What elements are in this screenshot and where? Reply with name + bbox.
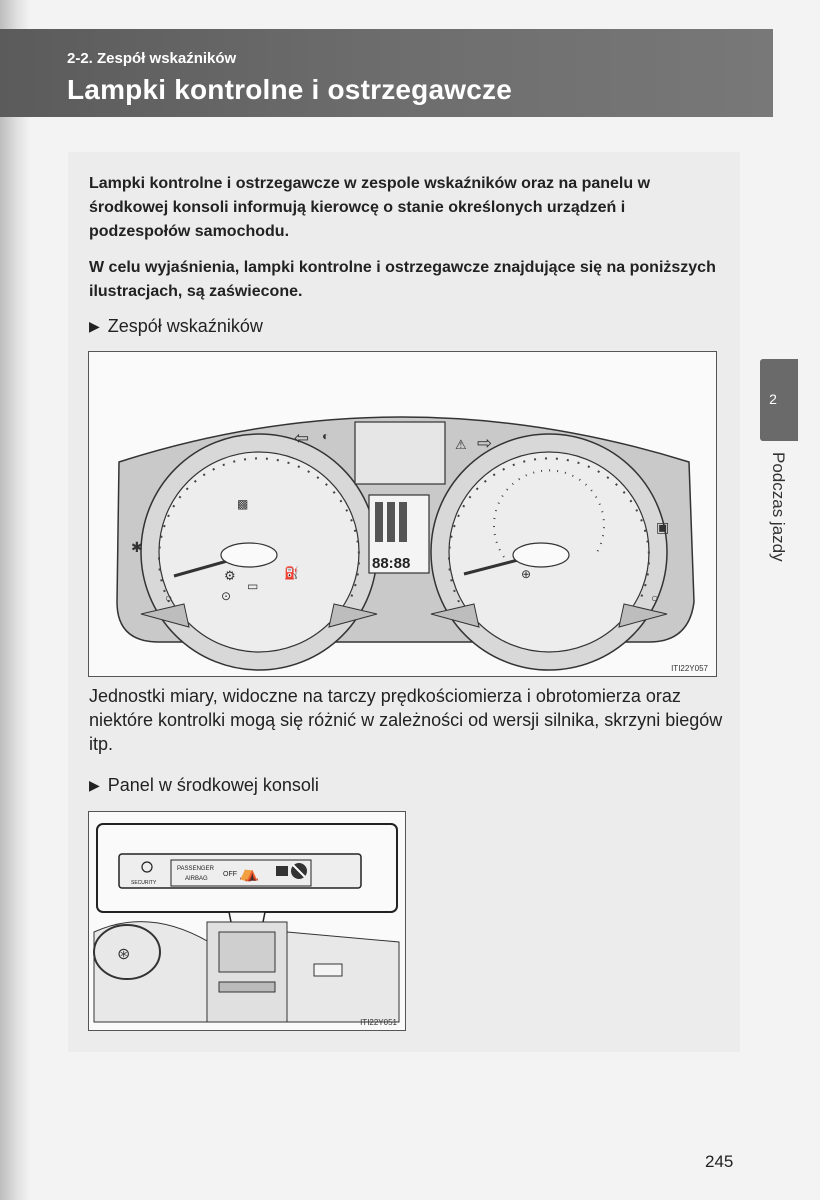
triangle-bullet-icon: ▶ (89, 777, 100, 793)
cluster-subheading: ▶ Zespół wskaźników (89, 316, 263, 337)
chapter-tab[interactable]: 2 (760, 359, 798, 441)
console-subheading: ▶ Panel w środkowej konsoli (89, 775, 319, 796)
security-indicator-icon (141, 861, 153, 873)
figure-code: ITI22Y051 (360, 1018, 397, 1027)
airbag-icon: ✱ (131, 539, 143, 555)
door-open-icon: ▣ (656, 519, 669, 535)
speedometer-gauge (430, 433, 668, 671)
instrument-cluster-figure: 88:88 ⇦ ⇨ ◐ ⚠ ✱ ▣ ▩ ⚙ ▭ ⊙ ⛽ ⊕ ○ ○ ITI22Y… (88, 351, 717, 677)
display-clock: 88:88 (372, 555, 410, 572)
passenger-airbag-box (170, 859, 312, 887)
note-paragraph: Jednostki miary, widoczne na tarczy pręd… (89, 686, 723, 754)
oil-pressure-icon: ⊙ (221, 589, 231, 603)
center-console-figure: SECURITY PASSENGER AIRBAG OFF ⛺ ⊛ ITI22Y… (88, 811, 406, 1031)
cruise-icon: ⊕ (521, 567, 531, 581)
figure-code: ITI22Y057 (671, 664, 708, 673)
center-console-illustration: SECURITY PASSENGER AIRBAG OFF ⛺ ⊛ (93, 823, 400, 1023)
tachometer-gauge (140, 433, 378, 671)
passenger-seat-icon: ⛺ (239, 865, 259, 882)
header-band (0, 29, 773, 117)
cluster-subheading-label: Zespół wskaźników (107, 316, 263, 336)
brake-warning-icon: ⚠ (455, 437, 467, 452)
page-binding-shadow (0, 0, 30, 1200)
section-label: 2-2. Zespół wskaźników (67, 50, 237, 67)
chapter-tab-label: Podczas jazdy (769, 452, 788, 562)
status-circle-icon-right: ○ (651, 591, 658, 605)
chapter-tab-number: 2 (769, 391, 777, 407)
passenger-label: PASSENGER (177, 866, 215, 872)
toyota-logo-icon: ⊛ (117, 946, 130, 963)
page-title: Lampki kontrolne i ostrzegawcze (67, 74, 512, 105)
multi-display: 88:88 (368, 494, 430, 574)
page-number: 245 (705, 1152, 734, 1171)
center-top-screen (354, 421, 446, 485)
seatbelt-icon: ▩ (237, 497, 248, 511)
intro-paragraph-2: W celu wyjaśnienia, lampki kontrolne i o… (89, 259, 716, 300)
headlight-icon: ◐ (322, 429, 329, 443)
intro-paragraph-1: Lampki kontrolne i ostrzegawcze w zespol… (89, 175, 651, 240)
dashboard-drawing: ⊛ (93, 921, 400, 1023)
battery-icon: ▭ (247, 579, 258, 593)
airbag-label: AIRBAG (185, 876, 208, 882)
check-engine-icon: ⚙ (224, 568, 236, 583)
turn-signal-left-icon: ⇦ (294, 428, 309, 448)
turn-signal-right-icon: ⇨ (477, 433, 492, 453)
indicator-panel (118, 853, 362, 889)
instrument-cluster-illustration: 88:88 ⇦ ⇨ ◐ ⚠ ✱ ▣ ▩ ⚙ ▭ ⊙ ⛽ ⊕ ○ ○ (116, 416, 695, 671)
airbag-off-icon (276, 866, 288, 876)
status-circle-icon: ○ (165, 591, 172, 605)
triangle-bullet-icon: ▶ (89, 318, 100, 334)
console-subheading-label: Panel w środkowej konsoli (107, 775, 319, 795)
security-label: SECURITY (131, 880, 157, 886)
fuel-icon: ⛽ (284, 566, 299, 580)
off-label: OFF (223, 871, 237, 878)
